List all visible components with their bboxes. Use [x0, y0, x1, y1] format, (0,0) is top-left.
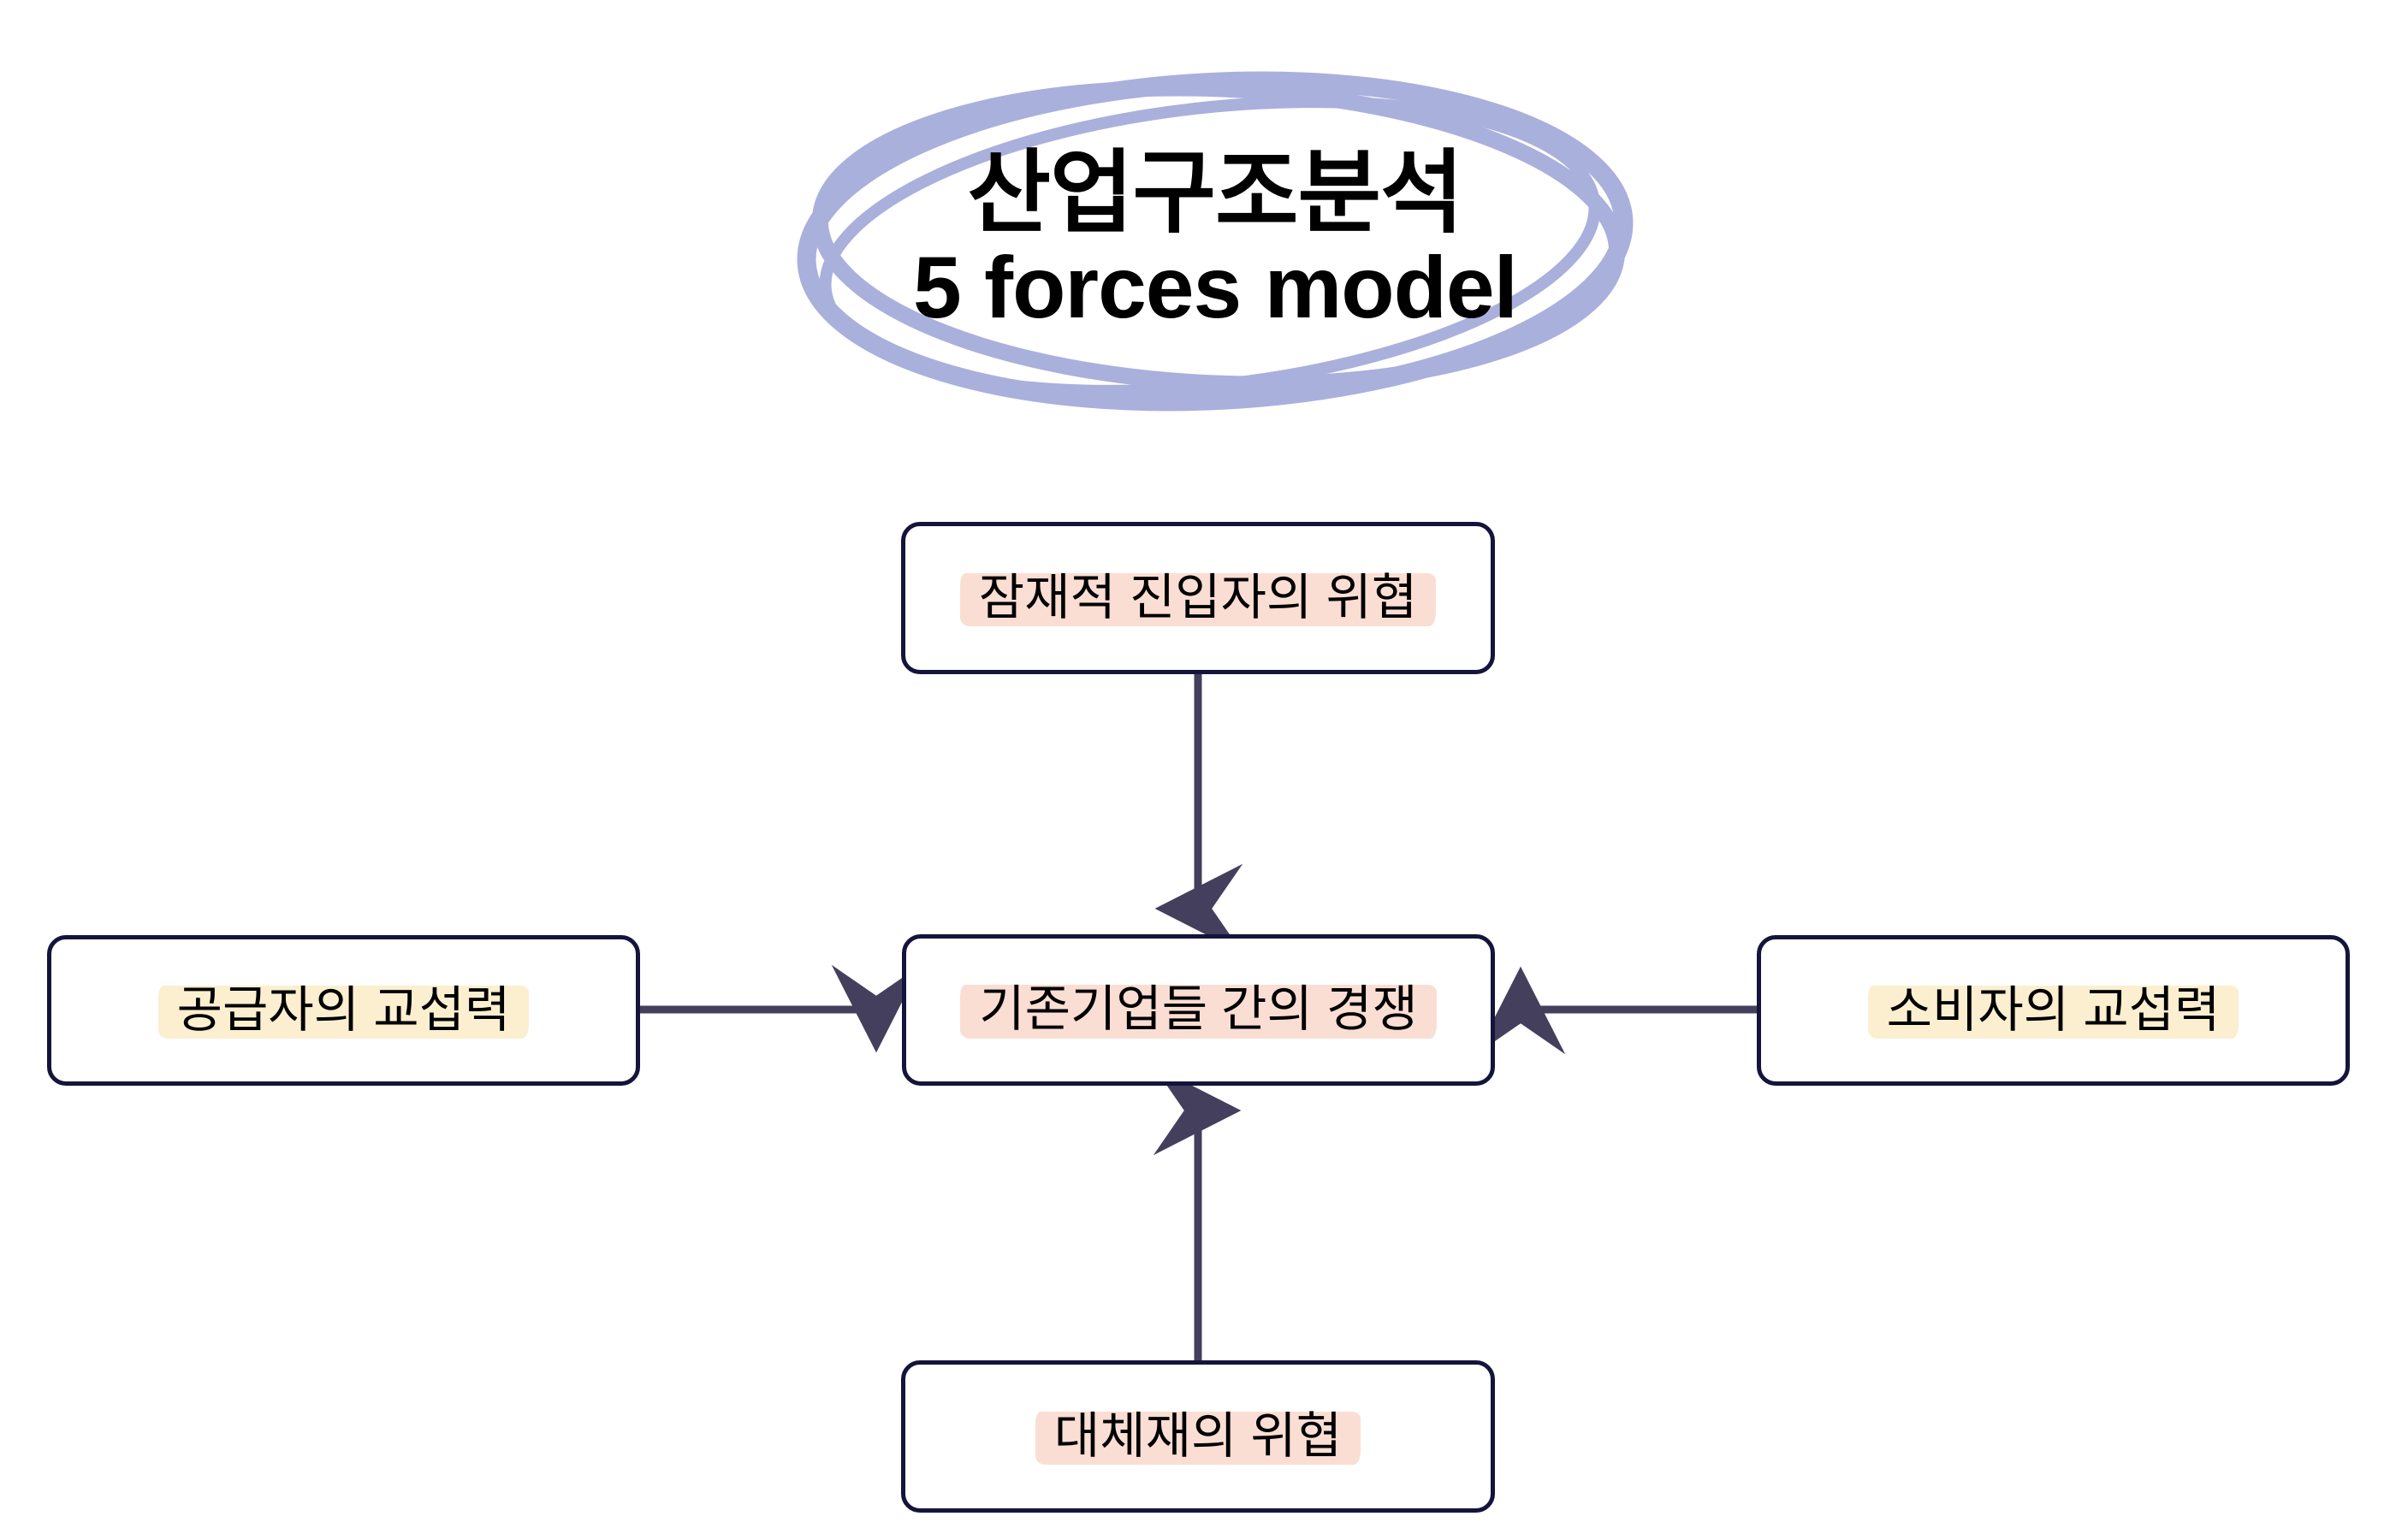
node-rivalry-among-existing-firms[interactable]: 기존기업들 간의 경쟁 [902, 934, 1495, 1086]
node-bargaining-power-of-buyers[interactable]: 소비자의 교섭력 [1757, 935, 2350, 1086]
node-threat-of-substitutes[interactable]: 대체재의 위협 [901, 1360, 1495, 1513]
node-threat-of-new-entrants[interactable]: 잠재적 진입자의 위협 [901, 522, 1495, 674]
node-label: 공급자의 교섭력 [157, 980, 529, 1041]
node-label: 기존기업들 간의 경쟁 [960, 980, 1438, 1040]
node-label: 잠재적 진입자의 위협 [959, 568, 1437, 629]
diagram-title-group: 산업구조분석 5 forces model [762, 51, 1669, 428]
title-line-korean: 산업구조분석 [967, 142, 1463, 244]
node-label: 소비자의 교섭력 [1867, 980, 2239, 1041]
node-label: 대체재의 위협 [1035, 1407, 1361, 1467]
node-bargaining-power-of-suppliers[interactable]: 공급자의 교섭력 [47, 935, 640, 1086]
page-title: 산업구조분석 5 forces model [762, 51, 1669, 428]
title-line-english: 5 forces model [913, 239, 1518, 337]
